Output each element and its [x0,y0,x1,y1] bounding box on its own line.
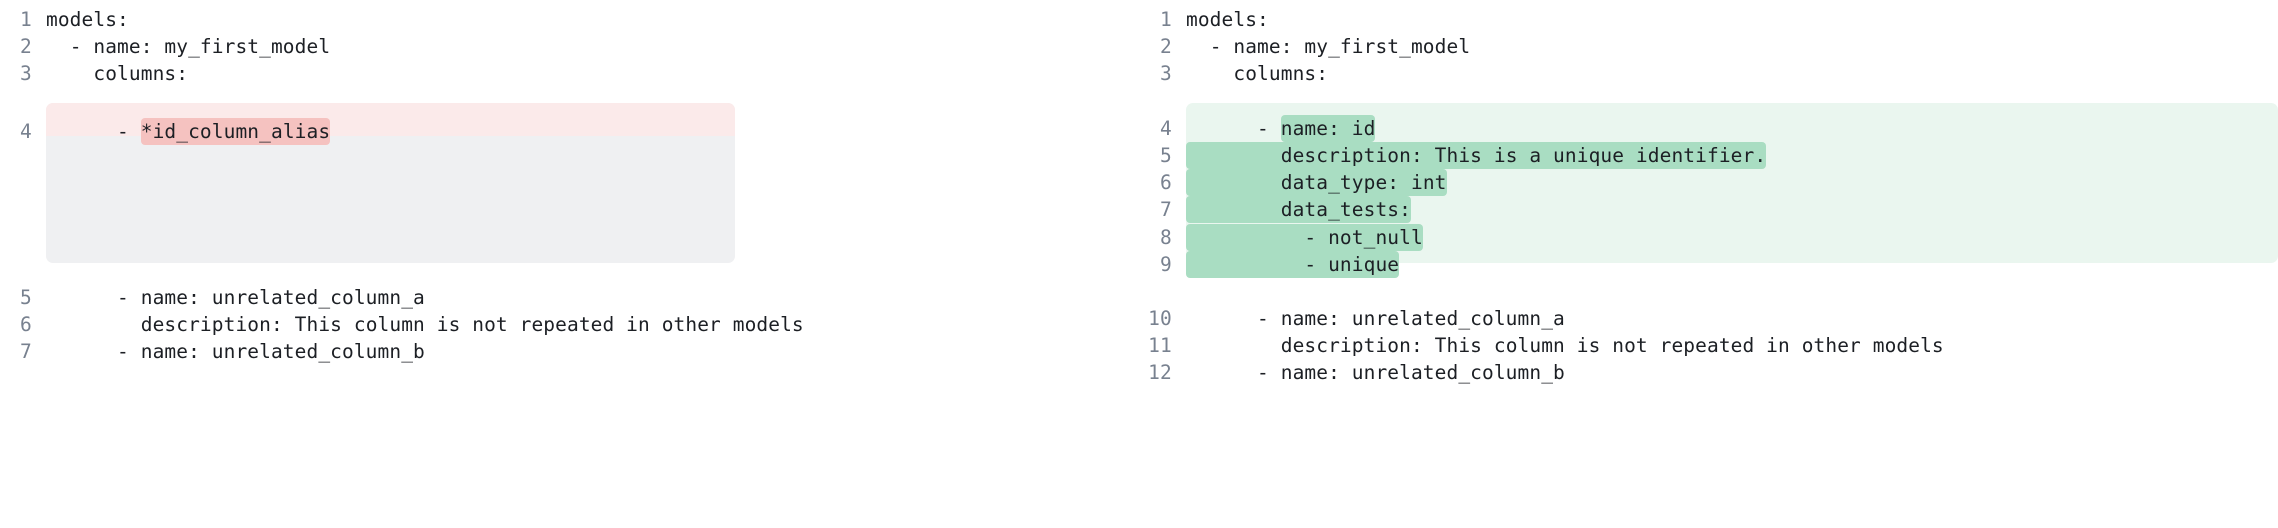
block-bottom-gap [1140,278,2278,305]
line-number: 7 [20,340,32,364]
code-line[interactable]: 10 - name: unrelated_column_a [1140,305,2278,332]
code-line[interactable]: 6 description: This column is not repeat… [0,311,1000,338]
line-content: columns: [93,62,189,86]
block-filler [0,229,1000,256]
code-line[interactable]: 12 - name: unrelated_column_b [1140,359,2278,386]
line-content: - name: my_first_model [69,35,331,59]
line-number: 5 [1160,143,1172,167]
line-content: data_tests: [1186,196,2278,224]
added-token: description: This is a unique identifier… [1186,141,1767,169]
line-number: 1 [20,8,32,31]
code-line-added[interactable]: 6 data_type: int [1140,169,2278,197]
line-content: - name: unrelated_column_a [1257,307,1565,331]
line-content: - name: unrelated_column_a [117,285,425,309]
code-line[interactable]: 3 columns: [1140,60,2278,87]
line-number: 5 [20,285,32,309]
line-number: 12 [1148,361,1172,385]
line-number: 11 [1148,334,1172,358]
line-number: 3 [1160,62,1172,86]
added-token: data_type: int [1186,169,1447,197]
line-content: - name: my_first_model [1209,35,1471,59]
before-yaml-pane: 1 models: 2 - name: my_first_model 3 col… [0,0,1000,528]
code-line[interactable]: 1 models: [1140,6,2278,33]
line-number: 4 [1160,116,1172,140]
added-token: - not_null [1186,223,1423,251]
code-line[interactable]: 11 description: This column is not repea… [1140,332,2278,359]
line-number: 6 [1160,171,1172,195]
code-line-added[interactable]: 7 data_tests: [1140,196,2278,224]
code-line[interactable]: 5 - name: unrelated_column_a [0,284,1000,311]
line-content: - name: id [1257,114,1376,142]
line-content: - name: unrelated_column_b [117,340,425,364]
removed-token: *id_column_alias [140,117,331,145]
added-token: data_tests: [1186,196,1411,224]
code-line[interactable]: 7 - name: unrelated_column_b [0,338,1000,365]
line-content: description: This is a unique identifier… [1186,141,2278,169]
line-content: models: [46,8,129,31]
line-content: description: This column is not repeated… [140,312,804,336]
line-number: 3 [20,62,32,86]
line-content: description: This column is not repeated… [1280,334,1944,358]
line-number: 8 [1160,225,1172,249]
line-content: - name: unrelated_column_b [1257,361,1565,385]
code-line[interactable]: 2 - name: my_first_model [0,33,1000,60]
block-filler [0,148,1000,175]
block-filler [0,202,1000,229]
line-number: 4 [20,119,32,143]
code-line-added[interactable]: 5 description: This is a unique identifi… [1140,141,2278,169]
line-content: - *id_column_alias [117,117,331,145]
line-content: - not_null [1186,223,2278,251]
added-token: - unique [1186,250,1400,278]
line-number: 7 [1160,198,1172,222]
line-content: - unique [1186,250,2278,278]
line-number: 9 [1160,252,1172,276]
code-line-added[interactable]: 4 - name: id [1140,114,2278,142]
line-number: 10 [1148,307,1172,331]
block-top-gap [1140,88,2278,115]
code-line[interactable]: 2 - name: my_first_model [1140,33,2278,60]
code-line-removed[interactable]: 4 - *id_column_alias [0,115,1000,148]
code-line[interactable]: 3 columns: [0,60,1000,87]
code-line-added[interactable]: 8 - not_null [1140,223,2278,251]
line-number: 2 [1160,35,1172,59]
added-token: name: id [1280,114,1376,142]
code-line[interactable]: 1 models: [0,6,1000,33]
line-number: 1 [1160,8,1172,31]
after-yaml-pane: 1 models: 2 - name: my_first_model 3 col… [1140,0,2278,528]
line-content: data_type: int [1186,169,2278,197]
block-bottom-gap [0,257,1000,284]
line-number: 6 [20,312,32,336]
line-content: models: [1186,8,1269,31]
block-filler [0,175,1000,202]
line-content: columns: [1233,62,1329,86]
line-number: 2 [20,35,32,59]
code-line-added[interactable]: 9 - unique [1140,250,2278,278]
